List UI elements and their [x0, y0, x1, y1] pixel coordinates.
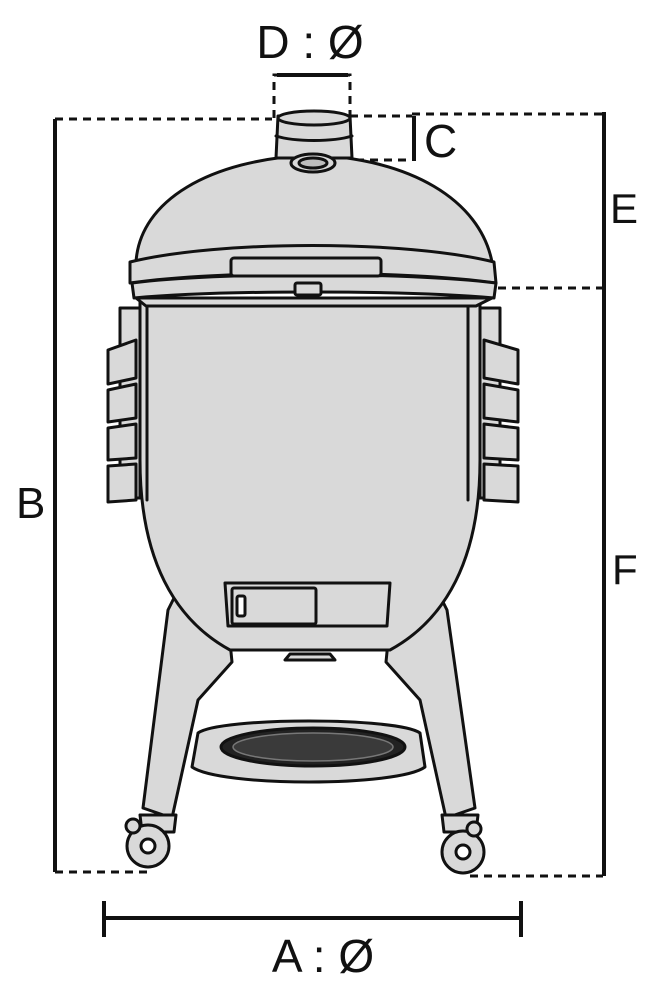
label-e: E [610, 185, 638, 232]
label-b: B [16, 479, 45, 528]
lower-shelf-grate-inner [232, 732, 394, 762]
right-side-shelf [478, 306, 520, 504]
dimension-d-bracket [272, 73, 352, 118]
left-caster [124, 813, 178, 869]
right-shelf-slat-3 [482, 422, 520, 462]
chimney-top [276, 109, 352, 127]
right-caster-lock [465, 820, 483, 838]
bottom-vent-knob [235, 594, 247, 618]
right-shelf-slat-2 [482, 382, 520, 424]
right-shelf-slat-1 [482, 338, 520, 386]
lid-handle [229, 256, 383, 278]
ash-tray-lip [283, 652, 337, 662]
kamado-grill [106, 109, 520, 875]
right-caster-hub [454, 843, 472, 861]
thermometer-face [297, 156, 329, 170]
band-clamp [134, 296, 494, 308]
left-shelf-slat-4 [106, 462, 138, 504]
right-shelf-slat-4 [482, 462, 520, 504]
label-f: F [612, 546, 638, 593]
label-d: D : Ø [256, 16, 363, 68]
dimension-lines [53, 73, 606, 937]
left-side-shelf [106, 306, 142, 504]
label-a: A : Ø [272, 930, 374, 982]
grill-body [138, 298, 482, 652]
left-shelf-slat-3 [106, 422, 138, 462]
left-caster-hub [139, 837, 157, 855]
label-c: C [424, 115, 457, 167]
left-shelf-slat-2 [106, 382, 138, 424]
chimney-ring [274, 134, 354, 142]
left-caster-lock [124, 817, 142, 835]
left-shelf-slat-1 [106, 338, 138, 386]
right-caster [440, 813, 486, 875]
bottom-vent-door [230, 586, 318, 626]
dimension-labels: D : Ø C E B F A : Ø [16, 16, 638, 982]
band-latch [293, 281, 323, 297]
